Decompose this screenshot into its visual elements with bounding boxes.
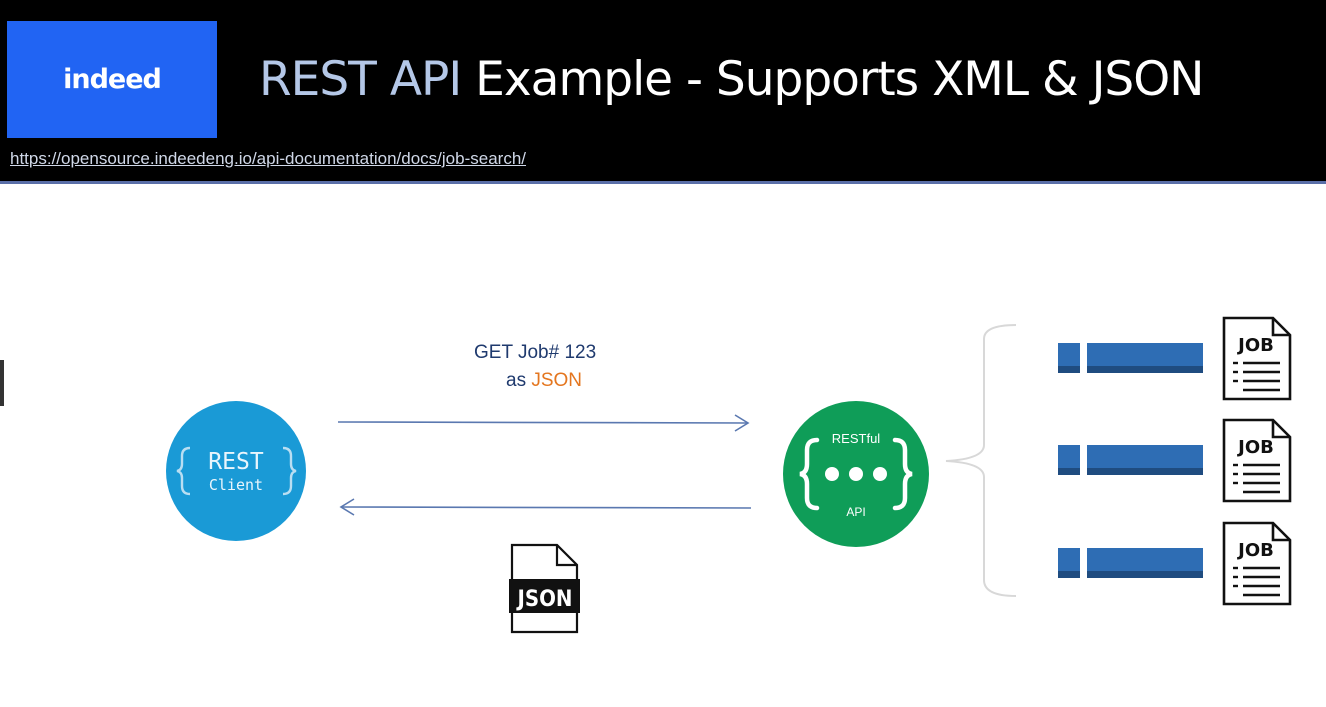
job-label: JOB xyxy=(1236,437,1274,458)
title-accent: REST API xyxy=(259,52,462,107)
documentation-link[interactable]: https://opensource.indeedeng.io/api-docu… xyxy=(10,149,527,168)
left-edge-mark xyxy=(0,360,4,406)
request-line-2: as JSON xyxy=(474,367,596,395)
title-rest: Example - Supports XML & JSON xyxy=(461,52,1204,107)
request-format: JSON xyxy=(531,370,583,391)
api-curly-brace-icon xyxy=(799,437,913,511)
request-arrow xyxy=(337,414,750,432)
request-line-1: GET Job# 123 xyxy=(474,342,597,363)
header-divider xyxy=(0,181,1326,184)
json-file-icon: JSON xyxy=(509,543,580,634)
client-label-rest: REST xyxy=(208,449,264,475)
api-label-restful: RESTful xyxy=(832,431,881,446)
indeed-logo: indeed xyxy=(7,21,217,138)
job-document-icon: JOB xyxy=(1222,316,1292,401)
record-bar-icon xyxy=(1058,548,1203,578)
rest-client-braces xyxy=(176,446,297,496)
json-file-label: JSON xyxy=(516,587,573,612)
request-format-prefix: as xyxy=(506,370,532,391)
request-label: GET Job# 123 as JSON xyxy=(474,339,596,395)
slide-header: indeed REST API Example - Supports XML &… xyxy=(0,0,1326,181)
api-dots-icon xyxy=(825,467,887,481)
job-document-icon: JOB xyxy=(1222,521,1292,606)
job-label: JOB xyxy=(1236,335,1274,356)
fanout-brace xyxy=(945,324,1017,597)
record-bar-icon xyxy=(1058,445,1203,475)
job-label: JOB xyxy=(1236,540,1274,561)
client-label-client: Client xyxy=(209,476,263,494)
rest-client-circle xyxy=(166,401,306,541)
api-label-api: API xyxy=(846,505,865,519)
response-arrow xyxy=(339,498,752,516)
indeed-logo-text: indeed xyxy=(63,64,162,95)
job-document-icon: JOB xyxy=(1222,418,1292,503)
slide-title: REST API Example - Supports XML & JSON xyxy=(259,52,1204,107)
record-bar-icon xyxy=(1058,343,1203,373)
